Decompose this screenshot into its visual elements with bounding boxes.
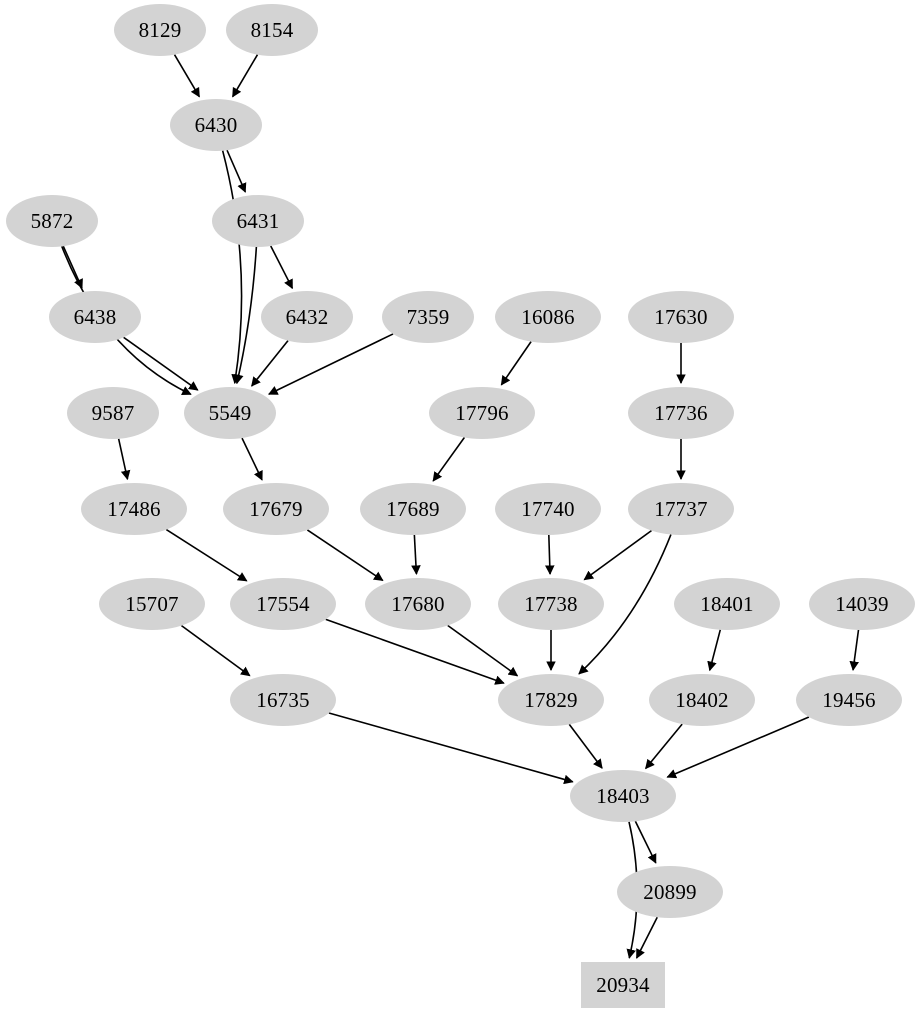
graph-node-label: 6438: [73, 304, 117, 329]
graph-node-label: 17736: [654, 400, 708, 425]
graph-node-18403[interactable]: 18403: [570, 770, 676, 822]
graph-edge-19456-to-18403: [666, 716, 810, 779]
graph-node-label: 15707: [125, 591, 179, 616]
graph-edge-16086-to-17796: [500, 341, 532, 386]
graph-node-label: 17829: [524, 687, 578, 712]
graph-edge-6431-to-5549: [234, 246, 258, 385]
graph-node-6438[interactable]: 6438: [49, 291, 141, 343]
graph-node-9587[interactable]: 9587: [67, 387, 159, 439]
graph-node-14039[interactable]: 14039: [809, 578, 915, 630]
graph-node-label: 5549: [208, 400, 252, 425]
graph-node-6432[interactable]: 6432: [261, 291, 353, 343]
graph-edge-9587-to-17486: [117, 438, 131, 481]
graph-node-6430[interactable]: 6430: [170, 99, 262, 151]
graph-node-label: 19456: [822, 687, 876, 712]
graph-node-8154[interactable]: 8154: [226, 4, 318, 56]
graph-edge-6430-to-5549: [221, 150, 243, 385]
graph-node-17630[interactable]: 17630: [628, 291, 734, 343]
graph-node-18402[interactable]: 18402: [649, 674, 755, 726]
graph-edge-5549-to-17679: [241, 437, 263, 481]
graph-node-label: 17630: [654, 304, 708, 329]
graph-node-label: 17554: [256, 591, 310, 616]
graph-edge-17737-to-17829: [578, 534, 672, 675]
graph-edge-17679-to-17680: [306, 529, 384, 582]
graph-edge-17486-to-17554: [165, 528, 248, 582]
graph-node-5549[interactable]: 5549: [184, 387, 276, 439]
graph-node-19456[interactable]: 19456: [796, 674, 902, 726]
graph-edge-16735-to-18403: [328, 712, 574, 785]
graph-edge-17829-to-18403: [568, 723, 603, 769]
graph-edge-18403-to-20899: [634, 820, 657, 864]
graph-node-17796[interactable]: 17796: [429, 387, 535, 439]
graph-edge-6430-to-6431: [226, 149, 247, 193]
graph-node-label: 14039: [835, 591, 889, 616]
graph-node-label: 16086: [521, 304, 575, 329]
graph-node-label: 17796: [455, 400, 509, 425]
graph-node-17737[interactable]: 17737: [628, 483, 734, 535]
graph-edge-8129-to-6430: [173, 54, 201, 98]
graph-node-label: 17689: [386, 496, 440, 521]
graph-edge-17740-to-17738: [544, 534, 555, 575]
graph-node-20934[interactable]: 20934: [581, 962, 665, 1008]
graph-node-label: 18403: [596, 783, 650, 808]
graph-node-18401[interactable]: 18401: [674, 578, 780, 630]
graph-node-8129[interactable]: 8129: [114, 4, 206, 56]
graph-node-17736[interactable]: 17736: [628, 387, 734, 439]
graph-edge-18401-to-18402: [707, 629, 722, 672]
graph-node-label: 17737: [654, 496, 708, 521]
graph-edge-14039-to-19456: [849, 629, 860, 672]
graph-node-label: 17486: [107, 496, 161, 521]
graph-edge-17680-to-17829: [447, 624, 519, 677]
graph-node-7359[interactable]: 7359: [382, 291, 474, 343]
graph-node-20899[interactable]: 20899: [617, 866, 723, 918]
graph-node-label: 17680: [391, 591, 445, 616]
graph-node-label: 20899: [643, 879, 697, 904]
graph-node-label: 6430: [194, 112, 238, 137]
graph-node-label: 6432: [285, 304, 329, 329]
graph-node-label: 6431: [236, 208, 280, 233]
graph-edge-17554-to-17829: [325, 618, 505, 685]
graph-node-label: 17740: [521, 496, 575, 521]
graph-node-5872[interactable]: 5872: [6, 195, 98, 247]
graph-node-label: 18401: [700, 591, 754, 616]
graph-node-17679[interactable]: 17679: [223, 483, 329, 535]
graph-node-15707[interactable]: 15707: [99, 578, 205, 630]
graph-node-16086[interactable]: 16086: [495, 291, 601, 343]
graph-node-17740[interactable]: 17740: [495, 483, 601, 535]
graph-edge-17689-to-17680: [411, 534, 421, 575]
graph-node-17829[interactable]: 17829: [498, 674, 604, 726]
graph-edge-6432-to-5549: [251, 340, 289, 387]
graph-edge-20899-to-20934: [635, 916, 658, 959]
graph-edge-8154-to-6430: [231, 54, 259, 98]
graph-node-label: 16735: [256, 687, 310, 712]
graph-edge-15707-to-16735: [181, 624, 251, 677]
graph-node-6431[interactable]: 6431: [212, 195, 304, 247]
graph-node-label: 18402: [675, 687, 729, 712]
graph-edge-6438-to-5549: [123, 336, 199, 391]
graph-node-label: 5872: [30, 208, 74, 233]
graph-node-label: 8154: [250, 17, 294, 42]
graph-node-17689[interactable]: 17689: [360, 483, 466, 535]
graph-node-label: 17679: [249, 496, 303, 521]
graph-edge-18402-to-18403: [645, 723, 683, 770]
graph-node-17680[interactable]: 17680: [365, 578, 471, 630]
graph-node-16735[interactable]: 16735: [230, 674, 336, 726]
graph-edge-17737-to-17738: [583, 529, 652, 581]
graph-node-label: 17738: [524, 591, 578, 616]
graph-node-label: 9587: [91, 400, 135, 425]
graph-node-17738[interactable]: 17738: [498, 578, 604, 630]
graph-node-label: 20934: [596, 972, 650, 997]
graph-node-label: 7359: [406, 304, 450, 329]
graph-edge-17796-to-17689: [432, 437, 466, 482]
graph-node-label: 8129: [138, 17, 182, 42]
graph-edge-6431-to-6432: [270, 245, 294, 290]
graph-edge-5872-to-6438: [62, 245, 83, 289]
graph-edge-7359-to-5549: [268, 333, 394, 395]
graph-node-17486[interactable]: 17486: [81, 483, 187, 535]
graph-node-17554[interactable]: 17554: [230, 578, 336, 630]
